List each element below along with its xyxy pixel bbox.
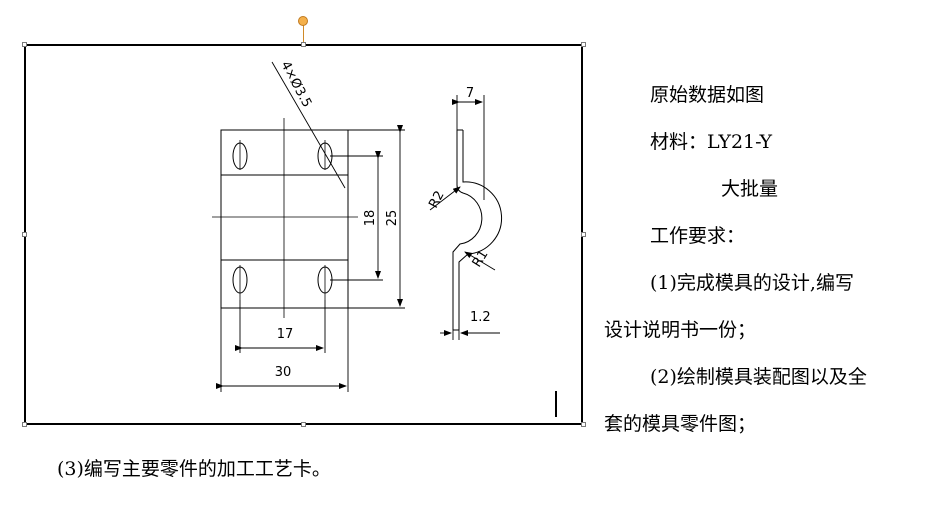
dim-r2: R2 [426,189,447,211]
text-requirement-3: (3)编写主要零件的加工工艺卡。 [57,458,331,480]
text-requirement-1-cont: 设计说明书一份； [604,319,757,341]
rotation-handle-stem [303,22,304,44]
dim-7: 7 [466,86,474,101]
text-original-data: 原始数据如图 [650,84,765,106]
hole-leader-line [271,61,346,189]
text-requirement-2-cont: 套的模具零件图； [604,413,757,435]
text-requirement-1: (1)完成模具的设计,编写 [650,272,854,294]
resize-handle-nw[interactable] [22,42,27,47]
text-batch: 大批量 [721,178,779,200]
hole-top-left [232,142,248,170]
dim-25: 25 [385,210,400,227]
dim-30: 30 [275,365,292,380]
rotation-handle[interactable] [298,16,308,26]
profile-dimensions [429,95,500,340]
text-cursor [555,391,557,417]
hole-bottom-left [232,266,248,294]
text-material: 材料：LY21-Y [650,131,772,153]
text-requirement-2: (2)绘制模具装配图以及全 [650,366,867,388]
resize-handle-e[interactable] [581,232,586,237]
resize-handle-n[interactable] [301,42,306,47]
dim-r1: R1 [470,247,492,270]
resize-handle-w[interactable] [22,232,27,237]
dim-17: 17 [277,327,294,342]
dim-thickness: 1.2 [470,310,491,325]
plate-front-view [220,129,349,309]
vertical-dimensions [330,125,405,309]
horizontal-dimensions [216,300,349,392]
text-work-requirements: 工作要求： [650,225,746,247]
side-profile [452,129,503,331]
resize-handle-s[interactable] [301,422,306,427]
mounting-holes [232,142,333,294]
center-lines [212,118,358,318]
resize-handle-sw[interactable] [22,422,27,427]
dim-18: 18 [363,210,378,227]
resize-handle-se[interactable] [581,422,586,427]
resize-handle-ne[interactable] [581,42,586,47]
